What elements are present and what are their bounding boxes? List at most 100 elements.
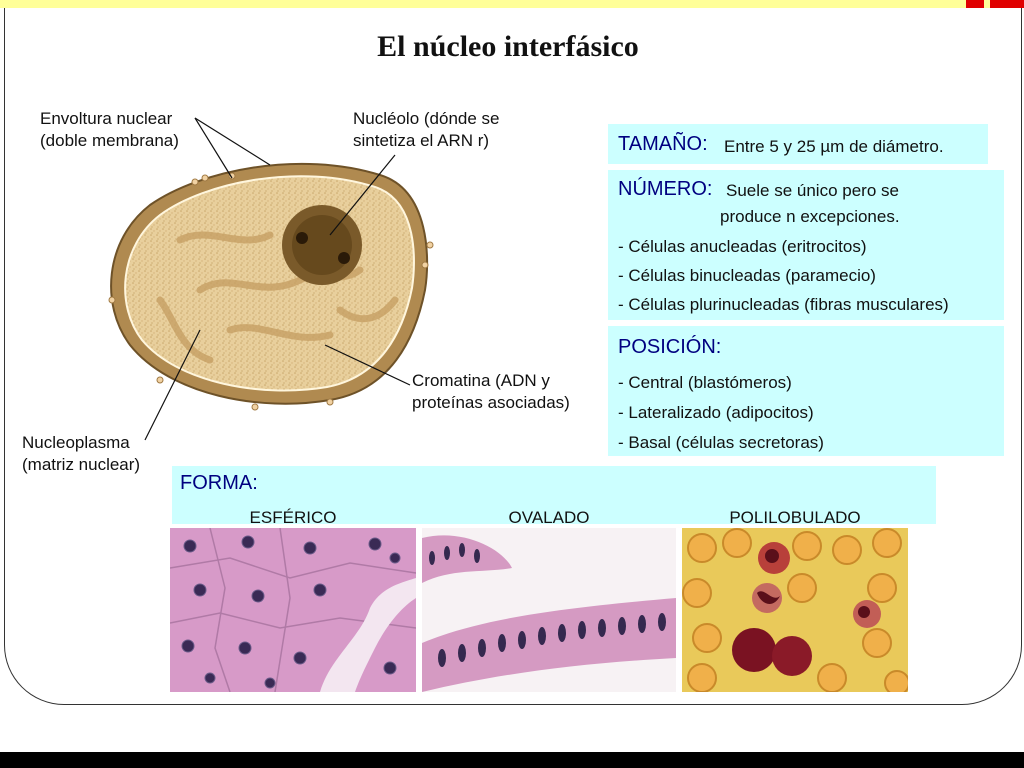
rbc <box>792 531 822 561</box>
nucleus <box>368 537 382 551</box>
nucleus <box>538 627 546 645</box>
nucleus <box>438 649 446 667</box>
posicion-item: - Central (blastómeros) <box>618 373 792 392</box>
nuclei <box>181 535 401 689</box>
nucleus <box>478 639 486 657</box>
leader-lines <box>144 117 411 441</box>
nucleus <box>459 543 465 557</box>
rbc <box>862 628 892 658</box>
nucleus-interior <box>124 175 415 392</box>
tamano-text: Entre 5 y 25 µm de diámetro. <box>724 137 944 156</box>
leader-line <box>194 117 271 166</box>
nuclear-pores <box>108 172 434 411</box>
chromatin-strands <box>156 231 399 364</box>
leader-line <box>194 117 233 179</box>
nucleolus-core <box>292 215 352 275</box>
leukocyte <box>732 628 776 672</box>
nucleus <box>264 677 276 689</box>
rbc <box>872 528 902 558</box>
nucleus <box>204 672 216 684</box>
nucleolus-dot <box>338 252 350 264</box>
nucleus <box>444 546 450 560</box>
chromatin-strand <box>226 324 334 341</box>
pore <box>191 178 199 186</box>
rbc <box>867 573 897 603</box>
numero-item: - Células anucleadas (eritrocitos) <box>618 237 867 256</box>
nucleus <box>303 541 317 555</box>
pore <box>156 376 164 384</box>
leader-line <box>329 154 396 236</box>
nucleus <box>658 613 666 631</box>
cell-boundary <box>209 528 231 692</box>
rbc <box>832 535 862 565</box>
nucleus <box>618 617 626 635</box>
pore <box>108 296 116 304</box>
photo-esferico <box>170 528 416 692</box>
nucleus <box>518 631 526 649</box>
corner-mark <box>966 0 984 8</box>
posicion-box: POSICIÓN: - Central (blastómeros) - Late… <box>608 326 1004 456</box>
rbc <box>722 528 752 558</box>
chromatin-strand <box>176 231 274 244</box>
numero-text-1: Suele se único pero se <box>726 181 899 200</box>
label-nucleoplasma: Nucleoplasma (matriz nuclear) <box>22 433 141 474</box>
nucleus <box>313 583 327 597</box>
label-nucleolo: Nucléolo (dónde se sintetiza el ARN r) <box>353 109 500 150</box>
cell-boundary <box>170 557 416 579</box>
posicion-item: - Basal (células secretoras) <box>618 433 824 452</box>
pore <box>426 241 434 249</box>
tamano-heading: TAMAÑO: <box>618 133 708 155</box>
nucleus <box>238 641 252 655</box>
nucleus <box>251 589 265 603</box>
nucleus <box>498 634 506 652</box>
nucleus <box>383 661 397 675</box>
rbc <box>787 573 817 603</box>
rbc <box>687 533 717 563</box>
tamano-box: TAMAÑO: Entre 5 y 25 µm de diámetro. <box>608 124 988 164</box>
leukocyte <box>772 636 812 676</box>
nucleus <box>558 624 566 642</box>
caption-ovalado: OVALADO <box>508 508 590 527</box>
rbc <box>687 663 717 692</box>
numero-item: - Células plurinucleadas (fibras muscula… <box>618 295 949 314</box>
epithelium-top <box>422 535 512 583</box>
nucleus <box>241 535 255 549</box>
rbc <box>692 623 722 653</box>
caption-polilobulado: POLILOBULADO <box>729 508 861 527</box>
pore <box>251 403 259 411</box>
rbc <box>884 670 908 692</box>
posicion-item: - Lateralizado (adipocitos) <box>618 403 814 422</box>
forma-heading: FORMA: <box>180 472 258 494</box>
rbc <box>682 578 712 608</box>
pore <box>421 261 429 269</box>
leukocyte-lobes <box>757 591 780 604</box>
numero-text-2: produce n excepciones. <box>720 207 900 226</box>
numero-heading: NÚMERO: <box>618 178 713 200</box>
nuclei <box>429 543 666 667</box>
red-blood-cells <box>682 528 908 692</box>
nucleus <box>458 644 466 662</box>
epithelium-band <box>422 598 676 692</box>
pore <box>201 174 209 182</box>
nucleus <box>183 539 197 553</box>
corner-mark-2 <box>990 0 1024 8</box>
label-envoltura: Envoltura nuclear (doble membrana) <box>40 109 179 150</box>
nucleus <box>389 552 401 564</box>
nucleus <box>474 549 480 563</box>
nucleolus-dot <box>296 232 308 244</box>
slide-title: El núcleo interfásico <box>377 30 639 63</box>
chromatin-strand <box>336 296 399 323</box>
photo-ovalado <box>422 528 676 692</box>
nucleus <box>293 651 307 665</box>
pore <box>326 398 334 406</box>
caption-esferico: ESFÉRICO <box>249 508 337 527</box>
numero-item: - Células binucleadas (paramecio) <box>618 266 876 285</box>
nucleus <box>193 583 207 597</box>
top-bar <box>0 0 1024 8</box>
rbc <box>817 663 847 692</box>
leukocytes <box>732 542 881 676</box>
nucleus <box>638 615 646 633</box>
numero-box: NÚMERO: Suele se único pero se produce n… <box>608 170 1004 320</box>
cell-boundary <box>274 528 291 692</box>
